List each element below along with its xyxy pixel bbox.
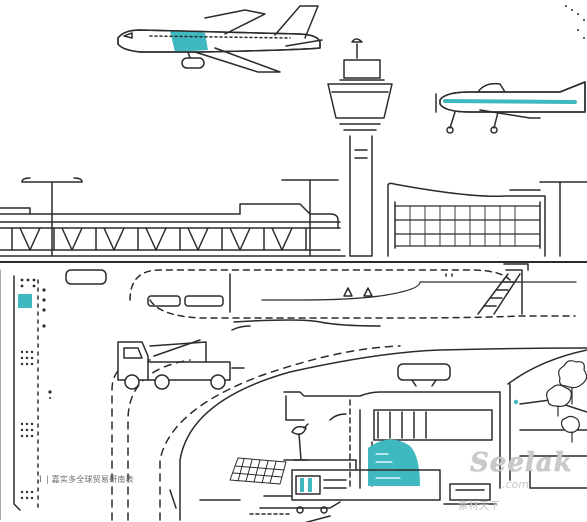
watermark-subtitle: 素材天下 bbox=[458, 501, 500, 512]
watermark-logo: Seelak bbox=[470, 448, 573, 478]
shuttle-pod-icon bbox=[397, 363, 451, 387]
propeller-plane-icon bbox=[435, 81, 586, 134]
dot-grid bbox=[18, 278, 519, 500]
watermark-domain: .com bbox=[502, 478, 529, 491]
caption-text: 1 | 嘉实多全球贸易研南表 bbox=[38, 475, 134, 484]
tree-icon bbox=[546, 360, 587, 443]
radar-dish-icon bbox=[291, 423, 309, 461]
control-tower-icon bbox=[327, 38, 393, 257]
taxiway-lines bbox=[0, 269, 587, 521]
hangar-area-icon bbox=[249, 349, 587, 515]
terminal-building-right-icon bbox=[0, 182, 587, 263]
jet-airliner-icon bbox=[117, 5, 323, 73]
ground-equipment-icon bbox=[304, 483, 497, 522]
terminal-building-icon bbox=[0, 203, 346, 257]
catering-truck-icon bbox=[117, 339, 245, 390]
solar-panel-icon bbox=[229, 457, 287, 485]
boarding-stairs-icon bbox=[477, 263, 529, 315]
corner-dots bbox=[565, 5, 585, 39]
street-lamp-icon bbox=[21, 177, 587, 257]
